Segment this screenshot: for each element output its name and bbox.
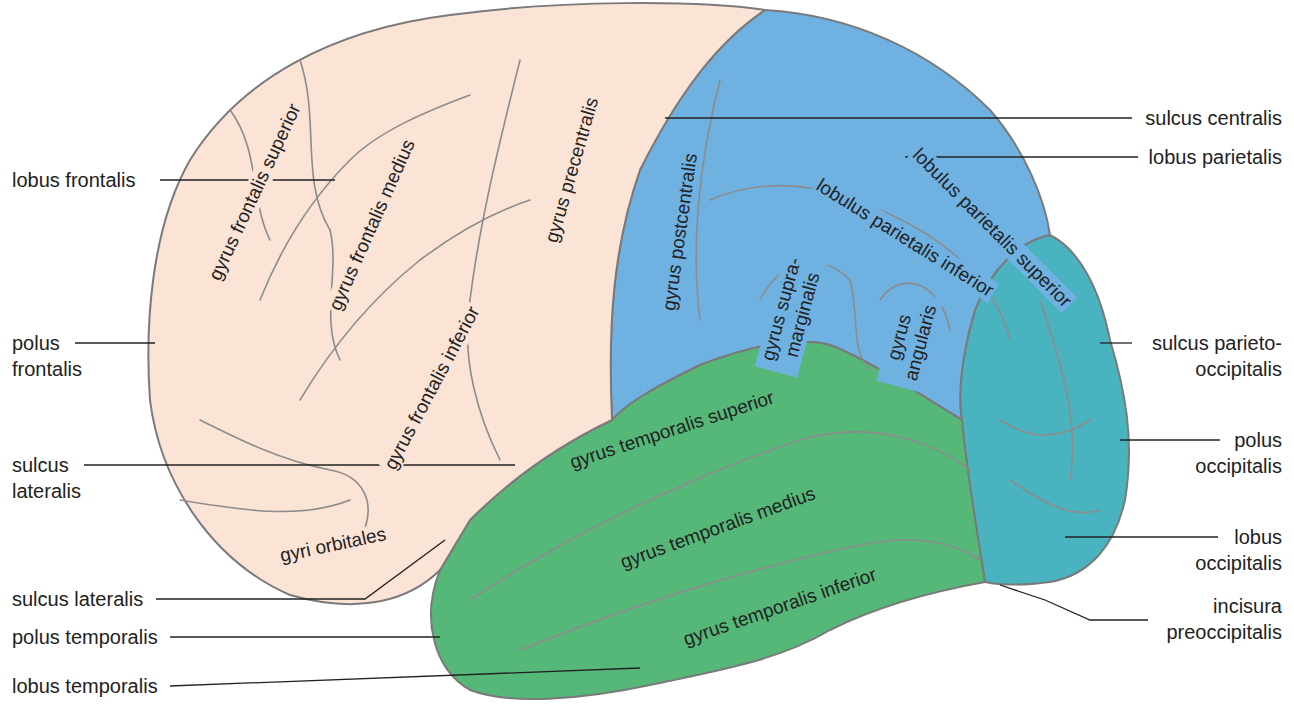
frontal-lobe <box>148 3 765 604</box>
part-label: polus temporalis <box>12 624 158 650</box>
part-label: polus frontalis <box>12 330 102 382</box>
part-label: lobus frontalis <box>12 167 135 193</box>
part-label: incisura preoccipitalis <box>1147 593 1282 645</box>
part-label: sulcus lateralis <box>12 586 143 612</box>
part-label: lobus temporalis <box>12 673 158 699</box>
part-label: lobus parietalis <box>1149 144 1282 170</box>
part-label: sulcus parieto- occipitalis <box>1132 330 1282 382</box>
part-label: lobus occipitalis <box>1167 524 1282 576</box>
part-label: sulcus lateralis <box>12 452 102 504</box>
part-label: polus occipitalis <box>1167 427 1282 479</box>
part-label: sulcus centralis <box>1145 105 1282 131</box>
sulci <box>180 60 1100 650</box>
